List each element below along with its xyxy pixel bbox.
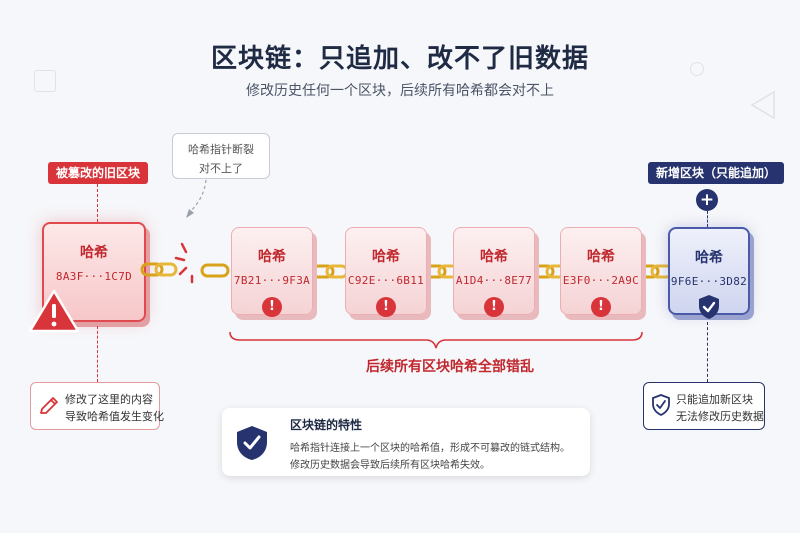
new-block-label: 哈希 [695, 250, 723, 266]
decor-triangle [750, 90, 775, 120]
new-note-line2: 无法修改历史数据 [676, 410, 764, 423]
old-block-hash: 8A3F···1C7D [55, 270, 133, 283]
shield-check-icon [237, 426, 267, 460]
old-note-line2: 导致哈希值发生变化 [65, 410, 164, 423]
shield-outline-icon [652, 394, 670, 417]
old-note-line1: 修改了这里的内容 [65, 393, 153, 406]
affected-bracket [229, 331, 643, 349]
new-block-note: 只能追加新区块 无法修改历史数据 [643, 382, 765, 430]
pencil-icon [40, 397, 58, 414]
old-block-note: 修改了这里的内容 导致哈希值发生变化 [30, 382, 164, 430]
broken-chain-icon [174, 242, 230, 284]
new-block-tag: 新增区块（只能追加） [648, 162, 785, 184]
new-block-connector [707, 211, 708, 227]
info-line1: 哈希指针连接上一个区块的哈希值，形成不可篡改的链式结构。 [290, 443, 570, 454]
old-note-connector [97, 326, 98, 382]
decor-square [34, 70, 56, 92]
chain-link-1 [140, 262, 178, 277]
affected-block-hash: E3F0···2A9C [562, 274, 640, 287]
affected-block-4: 哈希 E3F0···2A9C ! [560, 227, 642, 317]
info-box: 区块链的特性 哈希指针连接上一个区块的哈希值，形成不可篡改的链式结构。 修改历史… [222, 408, 590, 476]
new-note-line1: 只能追加新区块 [676, 393, 753, 406]
decor-circle [690, 62, 704, 76]
affected-block-2: 哈希 C92E···6B11 ! [345, 227, 427, 317]
old-block-tag: 被篡改的旧区块 [48, 162, 149, 184]
broken-link-line1: 哈希指针断裂 [188, 143, 254, 156]
shield-check-icon [699, 295, 719, 319]
error-icon: ! [484, 297, 504, 317]
affected-block-1: 哈希 7B21···9F3A ! [231, 227, 313, 317]
page-title: 区块链：只追加、改不了旧数据 [210, 44, 589, 74]
plus-icon: + [696, 189, 718, 211]
new-block-hash: 9F6E···3D82 [670, 275, 748, 288]
broken-link-line2: 对不上了 [199, 162, 243, 175]
affected-block-label: 哈希 [480, 249, 508, 265]
affected-block-label: 哈希 [372, 249, 400, 265]
broken-link-pointer [186, 179, 207, 218]
broken-link-callout: 哈希指针断裂 对不上了 [172, 133, 270, 179]
affected-caption: 后续所有区块哈希全部错乱 [366, 359, 534, 375]
error-icon: ! [262, 297, 282, 317]
new-note-connector [707, 322, 708, 382]
error-icon: ! [376, 297, 396, 317]
affected-block-hash: 7B21···9F3A [233, 274, 311, 287]
info-title: 区块链的特性 [290, 418, 363, 432]
error-icon: ! [591, 297, 611, 317]
old-block-connector [97, 184, 98, 222]
affected-block-hash: A1D4···8E77 [455, 274, 533, 287]
affected-block-3: 哈希 A1D4···8E77 ! [453, 227, 535, 317]
new-block: 哈希 9F6E···3D82 [668, 227, 750, 319]
warning-icon [28, 289, 80, 333]
page-subtitle: 修改历史任何一个区块，后续所有哈希都会对不上 [246, 83, 554, 99]
affected-block-label: 哈希 [587, 249, 615, 265]
affected-block-label: 哈希 [258, 249, 286, 265]
info-line2: 修改历史数据会导致后续所有区块哈希失效。 [290, 460, 490, 471]
old-block-label: 哈希 [80, 245, 108, 261]
affected-block-hash: C92E···6B11 [347, 274, 425, 287]
